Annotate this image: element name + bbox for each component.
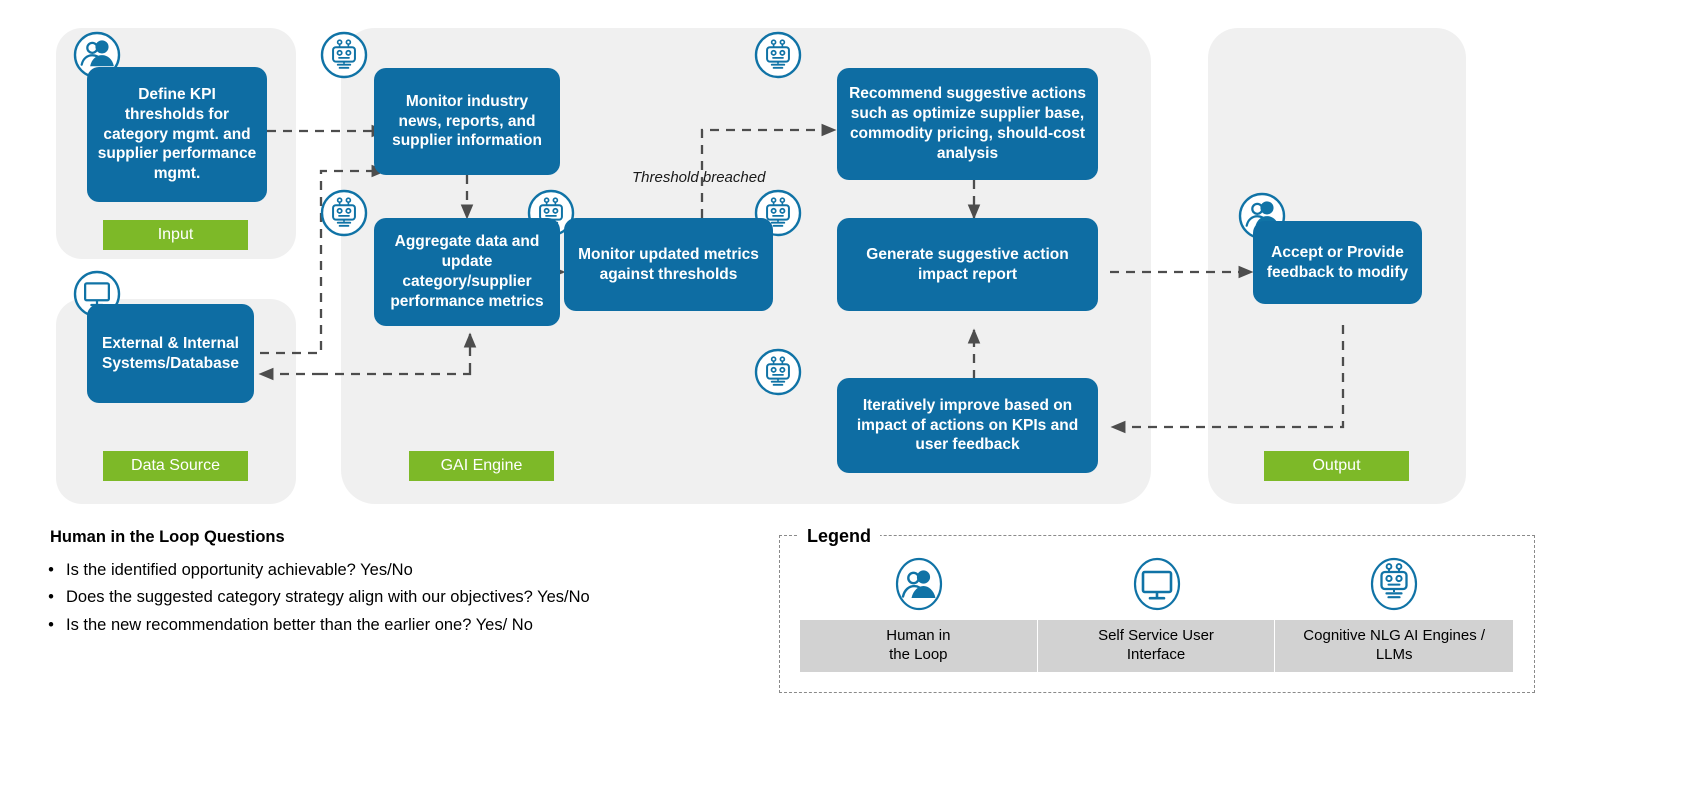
question-text: Is the identified opportunity achievable…	[66, 561, 413, 579]
arrow-monitor-updated-to-recommend	[700, 123, 837, 218]
question-text: Is the new recommendation better than th…	[66, 615, 533, 634]
node-define-kpi[interactable]: Define KPI thresholds for category mgmt.…	[87, 67, 267, 202]
legend-columns: Human in the Loop Self Service User Inte…	[800, 556, 1514, 672]
bullet-icon: •	[48, 561, 54, 579]
legend-entry-self-service-user-interface: Self Service User Interface	[1037, 556, 1276, 672]
cognitive-nlg-ai-engine-icon	[1369, 556, 1419, 612]
legend-entry-cognitive-nlg-ai-engines: Cognitive NLG AI Engines / LLMs	[1275, 556, 1514, 672]
legend-label: Human in the Loop	[800, 620, 1038, 672]
arrow-gai-to-systems	[260, 372, 472, 374]
tag-input: Input	[103, 220, 248, 250]
tag-gai-engine: GAI Engine	[409, 451, 554, 481]
node-iteratively-improve[interactable]: Iteratively improve based on impact of a…	[837, 378, 1098, 473]
human-in-the-loop-questions-title: Human in the Loop Questions	[50, 528, 285, 546]
bullet-icon: •	[48, 588, 54, 607]
label-threshold-breached: Threshold breached	[632, 169, 766, 186]
question-item: • Does the suggested category strategy a…	[46, 586, 606, 609]
node-aggregate-data[interactable]: Aggregate data and update category/suppl…	[374, 218, 560, 326]
node-external-internal-systems[interactable]: External & Internal Systems/Database	[87, 304, 254, 403]
arrow-systems-to-monitor-industry	[260, 164, 387, 355]
bullet-icon: •	[48, 615, 54, 634]
legend-box	[779, 535, 1535, 693]
legend-label: Self Service User Interface	[1037, 620, 1276, 672]
legend-title: Legend	[798, 526, 881, 547]
human-in-the-loop-questions-list: • Is the identified opportunity achievab…	[46, 559, 606, 641]
arrow-accept-to-iterate	[1110, 325, 1345, 434]
question-item: • Is the identified opportunity achievab…	[46, 559, 606, 582]
node-icon-badges	[73, 31, 1286, 396]
tag-data-source: Data Source	[103, 451, 248, 481]
node-monitor-industry[interactable]: Monitor industry news, reports, and supp…	[374, 68, 560, 175]
node-recommend-actions[interactable]: Recommend suggestive actions such as opt…	[837, 68, 1098, 180]
human-in-the-loop-icon	[894, 556, 944, 612]
legend-label: Cognitive NLG AI Engines / LLMs	[1275, 620, 1514, 672]
tag-output: Output	[1264, 451, 1409, 481]
question-item: • Is the new recommendation better than …	[46, 614, 606, 637]
node-generate-report[interactable]: Generate suggestive action impact report	[837, 218, 1098, 311]
node-monitor-updated-metrics[interactable]: Monitor updated metrics against threshol…	[564, 218, 773, 311]
question-text: Does the suggested category strategy ali…	[66, 588, 590, 607]
self-service-user-interface-icon	[1132, 556, 1182, 612]
legend-entry-human-in-the-loop: Human in the Loop	[800, 556, 1038, 672]
node-accept-provide-feedback[interactable]: Accept or Provide feedback to modify	[1253, 221, 1422, 304]
